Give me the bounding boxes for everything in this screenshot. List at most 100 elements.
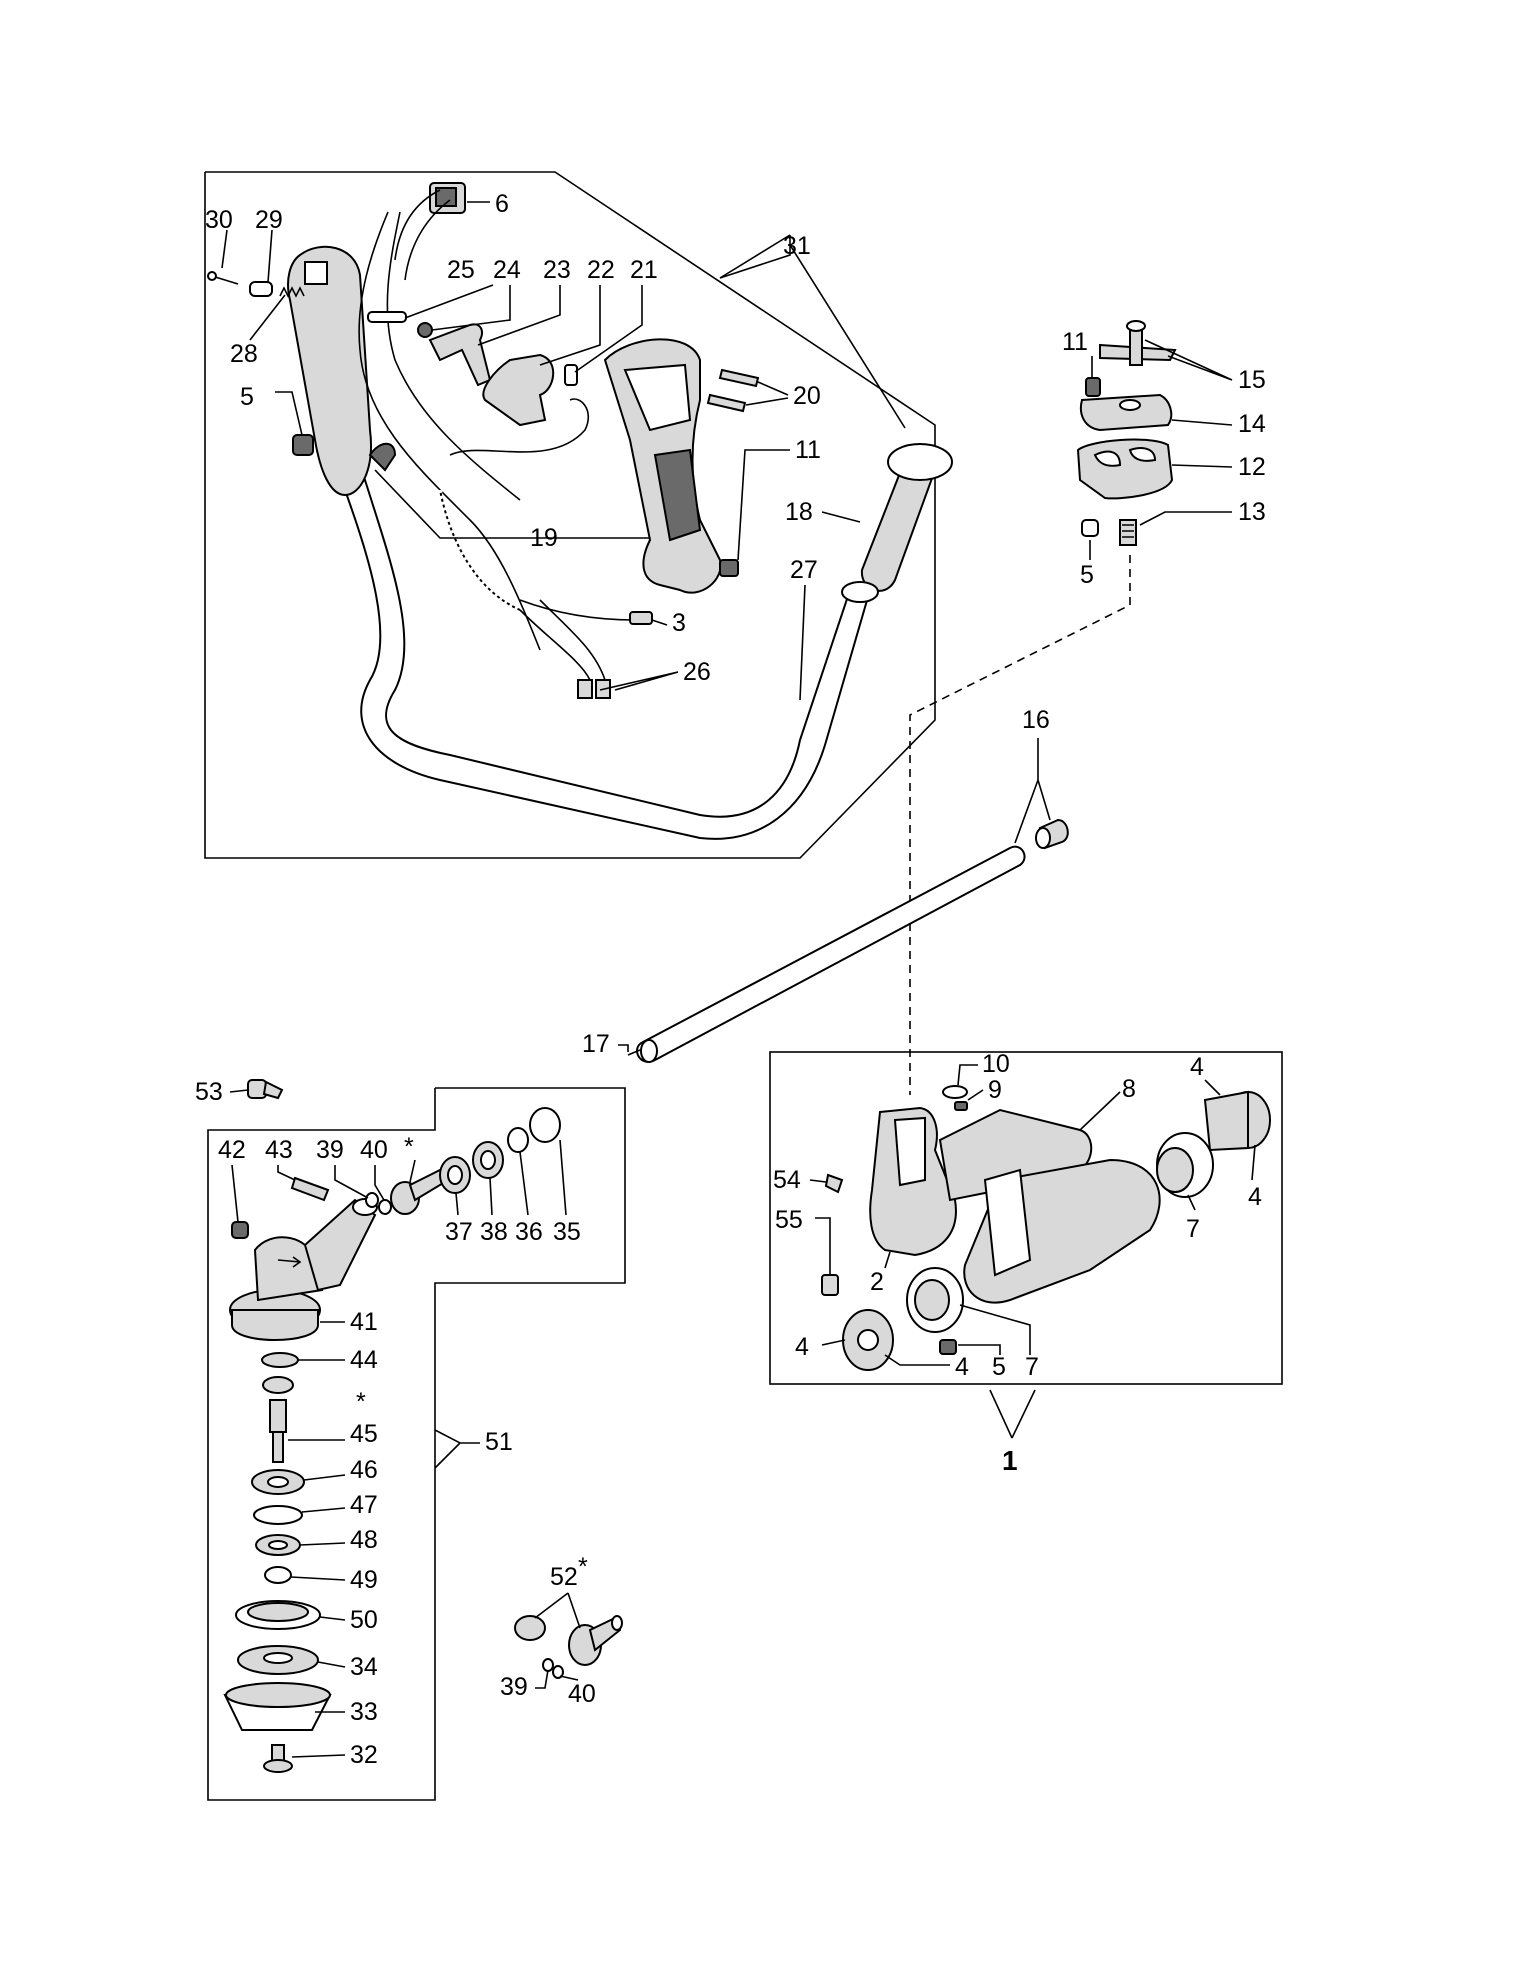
label-29: 29 xyxy=(255,206,283,234)
label-4a: 4 xyxy=(1190,1053,1204,1081)
spring-21 xyxy=(564,364,578,386)
label-17: 17 xyxy=(582,1030,610,1058)
screw-55 xyxy=(821,1274,839,1296)
circlip-36 xyxy=(507,1127,529,1153)
gearhead-assembly-frame xyxy=(207,1087,626,1801)
label-39b: 39 xyxy=(500,1673,528,1701)
label-star2: * xyxy=(356,1388,366,1416)
label-13: 13 xyxy=(1238,498,1266,526)
nut-5 xyxy=(939,1339,957,1355)
circlip-47 xyxy=(253,1505,303,1525)
clamp-parts-group: 11 15 14 12 13 5 xyxy=(1062,320,1266,589)
label-50: 50 xyxy=(350,1606,378,1634)
label-42: 42 xyxy=(218,1136,246,1164)
label-8: 8 xyxy=(1122,1075,1136,1103)
handle-assembly-frame xyxy=(204,171,936,859)
label-32: 32 xyxy=(350,1741,378,1769)
label-23: 23 xyxy=(543,256,571,284)
label-21: 21 xyxy=(630,256,658,284)
label-25: 25 xyxy=(447,256,475,284)
spacer-5-left xyxy=(292,434,314,456)
handlebar-tube xyxy=(343,478,872,840)
label-5b: 5 xyxy=(1080,561,1094,589)
clamp-cap-14 xyxy=(1080,393,1173,432)
grip-18 xyxy=(860,443,953,592)
switch-6 xyxy=(429,182,466,214)
washer-40a xyxy=(378,1199,392,1215)
label-20: 20 xyxy=(793,382,821,410)
pin-29 xyxy=(249,281,273,297)
handle-half-19 xyxy=(603,338,722,594)
insert-13 xyxy=(1119,519,1137,546)
label-38: 38 xyxy=(480,1218,508,1246)
label-4d: 4 xyxy=(955,1353,969,1381)
gearhead-assembly-group: 42 43 39 40 * 37 38 36 35 41 44 * 45 51 … xyxy=(207,1087,626,1801)
label-star3: * xyxy=(578,1553,588,1581)
screw-43 xyxy=(290,1176,330,1202)
label-1: 1 xyxy=(1002,1445,1018,1476)
screw-20a xyxy=(718,368,760,388)
label-46: 46 xyxy=(350,1456,378,1484)
trigger-lock-22 xyxy=(482,353,555,427)
label-39a: 39 xyxy=(316,1136,344,1164)
label-9: 9 xyxy=(988,1076,1002,1104)
label-54: 54 xyxy=(773,1166,801,1194)
shaft-tube-17 xyxy=(636,845,1026,1063)
ring-7-lower xyxy=(906,1267,964,1333)
label-11a: 11 xyxy=(1062,328,1088,356)
washer-39a xyxy=(365,1192,379,1208)
screw-11 xyxy=(719,559,739,577)
label-15: 15 xyxy=(1238,366,1266,394)
assembly-dashed-link xyxy=(909,555,1131,1095)
label-12: 12 xyxy=(1238,453,1266,481)
label-52: 52 xyxy=(550,1563,578,1591)
label-22: 22 xyxy=(587,256,615,284)
label-4c: 4 xyxy=(795,1333,809,1361)
gear-housing-41 xyxy=(229,1198,378,1341)
label-5a: 5 xyxy=(240,383,254,411)
label-35: 35 xyxy=(553,1218,581,1246)
clamp-assembly-frame xyxy=(769,1051,1283,1385)
spacer-49 xyxy=(264,1566,292,1584)
washer-10 xyxy=(942,1085,968,1099)
throttle-lever-23 xyxy=(428,323,492,387)
label-36: 36 xyxy=(515,1218,543,1246)
washer-44 xyxy=(261,1352,299,1368)
label-55: 55 xyxy=(775,1206,803,1234)
bearing-38 xyxy=(472,1141,504,1179)
label-5c: 5 xyxy=(992,1353,1006,1381)
label-49: 49 xyxy=(350,1566,378,1594)
tube-end-27 xyxy=(841,581,879,603)
wire-sleeve-19 xyxy=(439,489,521,611)
label-34: 34 xyxy=(350,1653,378,1681)
screw-11a xyxy=(1085,377,1101,397)
label-44: 44 xyxy=(350,1346,378,1374)
clamp-assembly-group: 10 9 8 4 4 7 54 55 2 4 4 5 7 1 xyxy=(769,1050,1283,1476)
label-40b: 40 xyxy=(568,1680,596,1708)
label-51: 51 xyxy=(485,1428,513,1456)
wire-harness xyxy=(358,211,541,651)
gear-star xyxy=(262,1376,294,1394)
label-48: 48 xyxy=(350,1526,378,1554)
clamp-base-12 xyxy=(1076,438,1174,500)
label-4b: 4 xyxy=(1248,1183,1262,1211)
label-6: 6 xyxy=(495,190,509,218)
gear-kit-52: 52 * 39 40 xyxy=(500,1553,623,1708)
label-30: 30 xyxy=(205,206,233,234)
label-33: 33 xyxy=(350,1698,378,1726)
label-26: 26 xyxy=(683,658,711,686)
guard-50 xyxy=(235,1600,321,1630)
knob-4-upper xyxy=(1203,1090,1271,1152)
screw-20b xyxy=(706,393,747,413)
label-16: 16 xyxy=(1022,706,1050,734)
drive-shaft-group: 16 17 xyxy=(582,706,1069,1063)
label-43: 43 xyxy=(265,1136,293,1164)
nut-9 xyxy=(954,1101,968,1111)
bolt-32 xyxy=(263,1744,293,1773)
label-7b: 7 xyxy=(1025,1353,1039,1381)
handle-assembly-group: 30 29 28 5 6 25 24 23 22 21 31 20 11 18 … xyxy=(204,171,953,859)
knob-4-lower xyxy=(842,1309,894,1371)
label-37: 37 xyxy=(445,1218,473,1246)
spring-28 xyxy=(279,286,305,298)
label-14: 14 xyxy=(1238,410,1266,438)
